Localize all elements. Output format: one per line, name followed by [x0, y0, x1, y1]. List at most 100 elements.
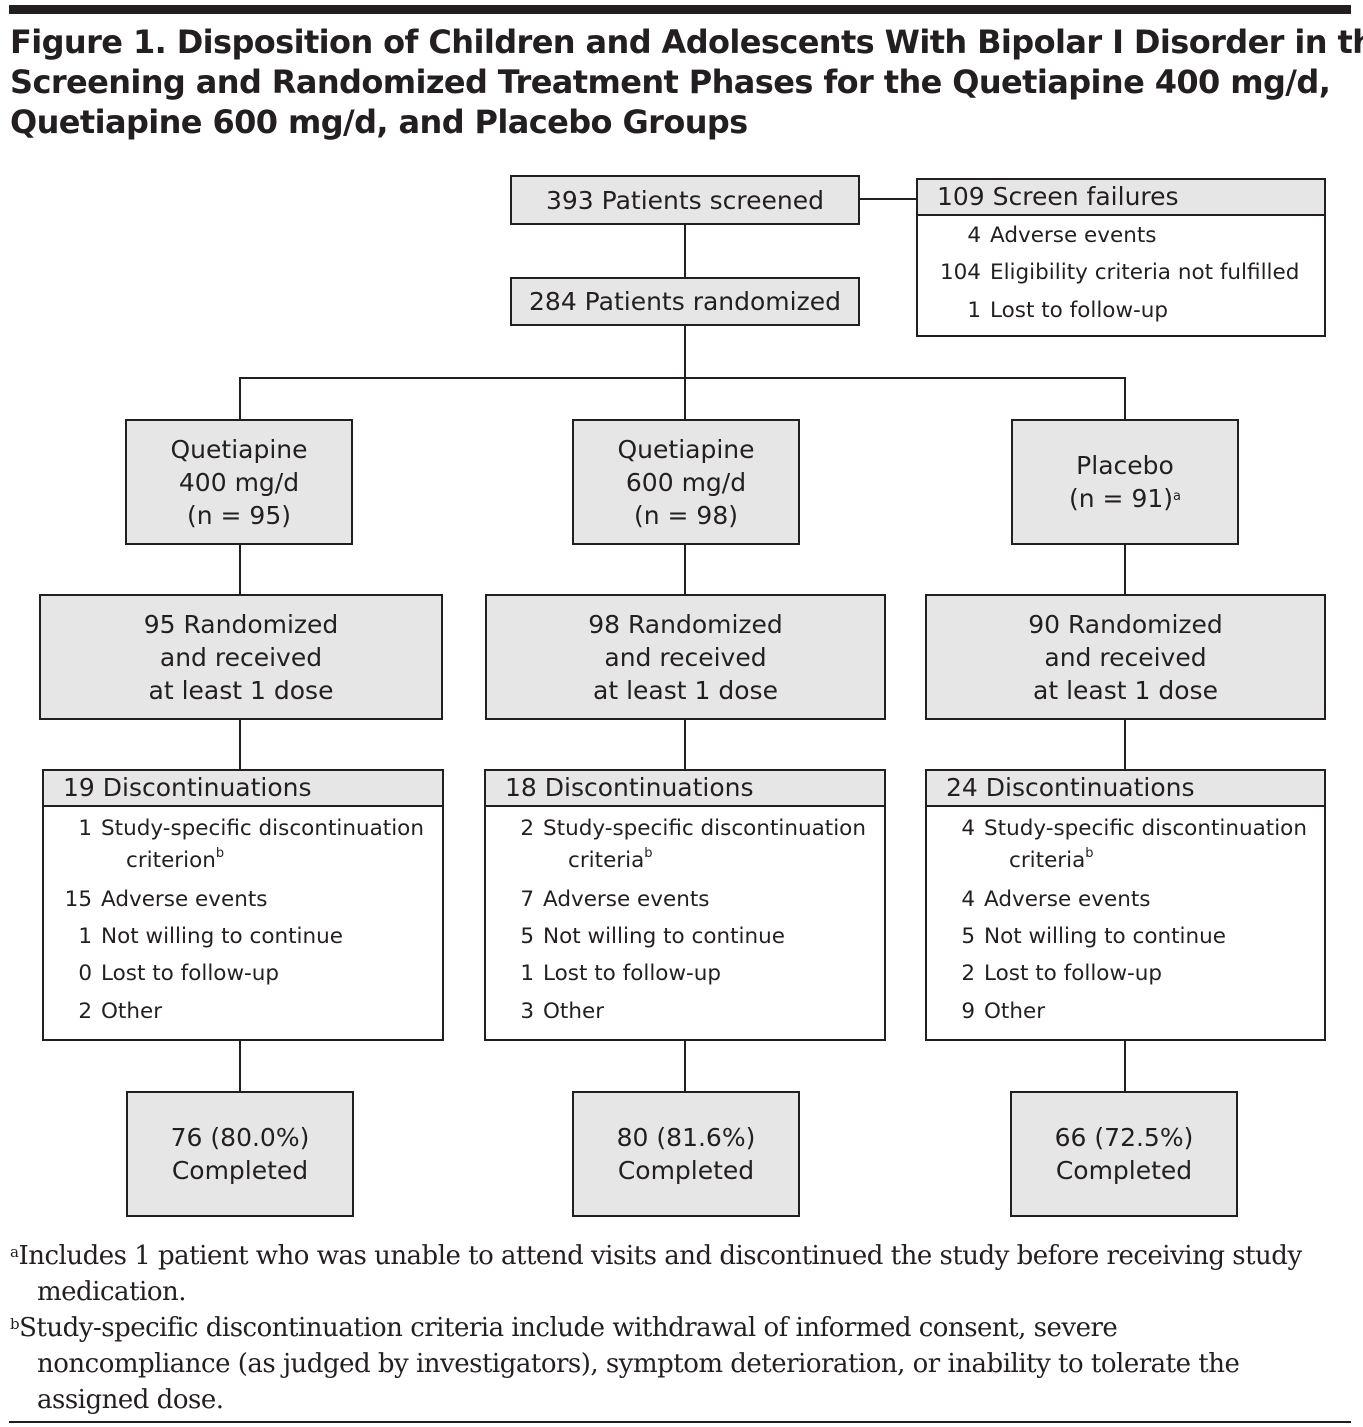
title-line-1: Figure 1. Disposition of Children and Ad… [10, 23, 1363, 61]
arm3-received-line2: and received [1044, 642, 1207, 672]
connector-branch-middle [684, 377, 686, 420]
arm2-received-line3: at least 1 dose [593, 675, 778, 705]
arm1-received-line1: 95 Randomized [143, 609, 339, 639]
arm2-completed-count: 80 (81.6%) [616, 1123, 756, 1152]
discontinuation-label: Study-specific discontinuation [543, 816, 866, 841]
title-line-3: Quetiapine 600 mg/d, and Placebo Groups [10, 103, 748, 141]
arm1-group-box: Quetiapine 400 mg/d (n = 95) [125, 419, 353, 545]
discontinuation-label: Not willing to continue [101, 924, 343, 949]
arm1-completed-label: Completed [171, 1156, 309, 1185]
screen-failures-box: 109 Screen failures 4 Adverse events 104… [916, 178, 1326, 337]
discontinuation-label: Other [101, 999, 163, 1024]
arm2-group-box: Quetiapine 600 mg/d (n = 98) [572, 419, 800, 545]
discontinuation-count: 2 [520, 816, 534, 841]
connector-arm1-disc-completed [239, 1039, 241, 1093]
footnote-a-continued: medication. [37, 1277, 187, 1307]
footnote-b-continued-2: assigned dose. [37, 1385, 224, 1415]
arm1-discontinuations-header: 19 Discontinuations [44, 771, 442, 807]
title-line-2: Screening and Randomized Treatment Phase… [10, 63, 1331, 101]
footnote-b: bStudy-specific discontinuation criteria… [10, 1310, 1355, 1346]
screened-box: 393 Patients screened [510, 175, 860, 225]
footnote-b-continued-1: noncompliance (as judged by investigator… [37, 1349, 1240, 1379]
arm1-received-line3: at least 1 dose [148, 675, 334, 705]
discontinuation-label-continued: criteriab [1009, 846, 1094, 873]
arm2-completed-box: 80 (81.6%) Completed [572, 1091, 800, 1217]
discontinuation-label: Lost to follow-up [543, 961, 722, 986]
footnote-a-marker: a [1173, 489, 1181, 504]
footnote-a-text: Includes 1 patient who was unable to att… [18, 1241, 1302, 1271]
discontinuation-count: 9 [961, 999, 975, 1024]
bottom-rule [9, 1421, 1351, 1423]
screen-failure-count: 1 [967, 298, 981, 323]
screen-failure-label: Adverse events [990, 223, 1157, 248]
arm3-group-n: (n = 91) [1069, 484, 1174, 513]
arm1-completed-count: 76 (80.0%) [170, 1123, 310, 1152]
discontinuation-label: Not willing to continue [543, 924, 785, 949]
discontinuation-count: 1 [78, 924, 92, 949]
arm3-discontinuations-box: 24 Discontinuations 4 Study-specific dis… [925, 769, 1326, 1041]
discontinuation-count: 5 [520, 924, 534, 949]
arm3-group-line1: Placebo [1076, 451, 1174, 480]
discontinuation-count: 0 [78, 961, 92, 986]
screen-failures-list: 4 Adverse events 104 Eligibility criteri… [918, 216, 1324, 335]
arm3-received-box: 90 Randomized and received at least 1 do… [925, 594, 1326, 720]
discontinuation-label: Study-specific discontinuation [984, 816, 1307, 841]
footnote-a-mark: a [10, 1243, 19, 1261]
arm3-completed-box: 66 (72.5%) Completed [1010, 1091, 1238, 1217]
discontinuation-label-word: criteria [568, 848, 645, 873]
arm3-completed-label: Completed [1055, 1156, 1193, 1185]
connector-arm3-received-disc [1124, 718, 1126, 771]
arm3-received-line3: at least 1 dose [1033, 675, 1218, 705]
discontinuation-count: 1 [78, 816, 92, 841]
discontinuation-count: 7 [520, 887, 534, 912]
arm2-received-line2: and received [604, 642, 767, 672]
arm2-completed-label: Completed [617, 1156, 755, 1185]
connector-arm2-disc-completed [684, 1039, 686, 1093]
connector-screened-to-randomized [684, 224, 686, 278]
footnote-b-marker: b [1085, 846, 1094, 861]
discontinuation-label-word: criterion [126, 848, 216, 873]
arm1-group-line2: 400 mg/d [178, 467, 300, 497]
arm2-discontinuations-header: 18 Discontinuations [486, 771, 884, 807]
discontinuation-label: Other [543, 999, 605, 1024]
screen-failures-header: 109 Screen failures [918, 180, 1324, 216]
arm3-discontinuations-list: 4 Study-specific discontinuation criteri… [927, 807, 1324, 1039]
discontinuation-label-continued: criterionb [126, 846, 224, 873]
connector-arm1-received-disc [239, 718, 241, 771]
connector-randomized-down [684, 325, 686, 379]
arm3-group-box: Placebo (n = 91)a [1011, 419, 1239, 545]
connector-arm3-group-received [1124, 543, 1126, 596]
footnote-b-mark: b [10, 1315, 20, 1333]
arm2-group-line2: 600 mg/d [625, 467, 747, 497]
arm1-received-line2: and received [159, 642, 323, 672]
discontinuation-label: Not willing to continue [984, 924, 1226, 949]
screen-failure-label: Lost to follow-up [990, 298, 1169, 323]
discontinuation-label: Adverse events [101, 887, 268, 912]
screen-failure-count: 4 [967, 223, 981, 248]
connector-branch-right [1124, 377, 1126, 420]
discontinuation-count: 4 [961, 887, 975, 912]
discontinuation-count: 2 [961, 961, 975, 986]
discontinuation-label: Study-specific discontinuation [101, 816, 424, 841]
arm1-received-box: 95 Randomized and received at least 1 do… [39, 594, 443, 720]
top-rule [9, 5, 1351, 14]
discontinuation-count: 1 [520, 961, 534, 986]
footnote-b-marker: b [644, 846, 653, 861]
footnote-a: aIncludes 1 patient who was unable to at… [10, 1238, 1355, 1274]
connector-arm3-disc-completed [1124, 1039, 1126, 1093]
discontinuation-label: Adverse events [543, 887, 710, 912]
arm1-discontinuations-box: 19 Discontinuations 1 Study-specific dis… [42, 769, 444, 1041]
discontinuation-label-continued: criteriab [568, 846, 653, 873]
footnotes: aIncludes 1 patient who was unable to at… [10, 1238, 1355, 1418]
arm1-completed-box: 76 (80.0%) Completed [126, 1091, 354, 1217]
arm2-discontinuations-list: 2 Study-specific discontinuation criteri… [486, 807, 884, 1039]
arm2-group-line3: (n = 98) [633, 500, 738, 530]
discontinuation-label: Other [984, 999, 1046, 1024]
connector-screened-to-failures [859, 198, 917, 200]
randomized-box: 284 Patients randomized [510, 277, 860, 326]
discontinuation-count: 3 [520, 999, 534, 1024]
arm3-group-line2: (n = 91)a [1069, 482, 1181, 515]
discontinuation-label: Lost to follow-up [984, 961, 1163, 986]
discontinuation-label: Lost to follow-up [101, 961, 280, 986]
arm1-group-line3: (n = 95) [186, 500, 291, 530]
